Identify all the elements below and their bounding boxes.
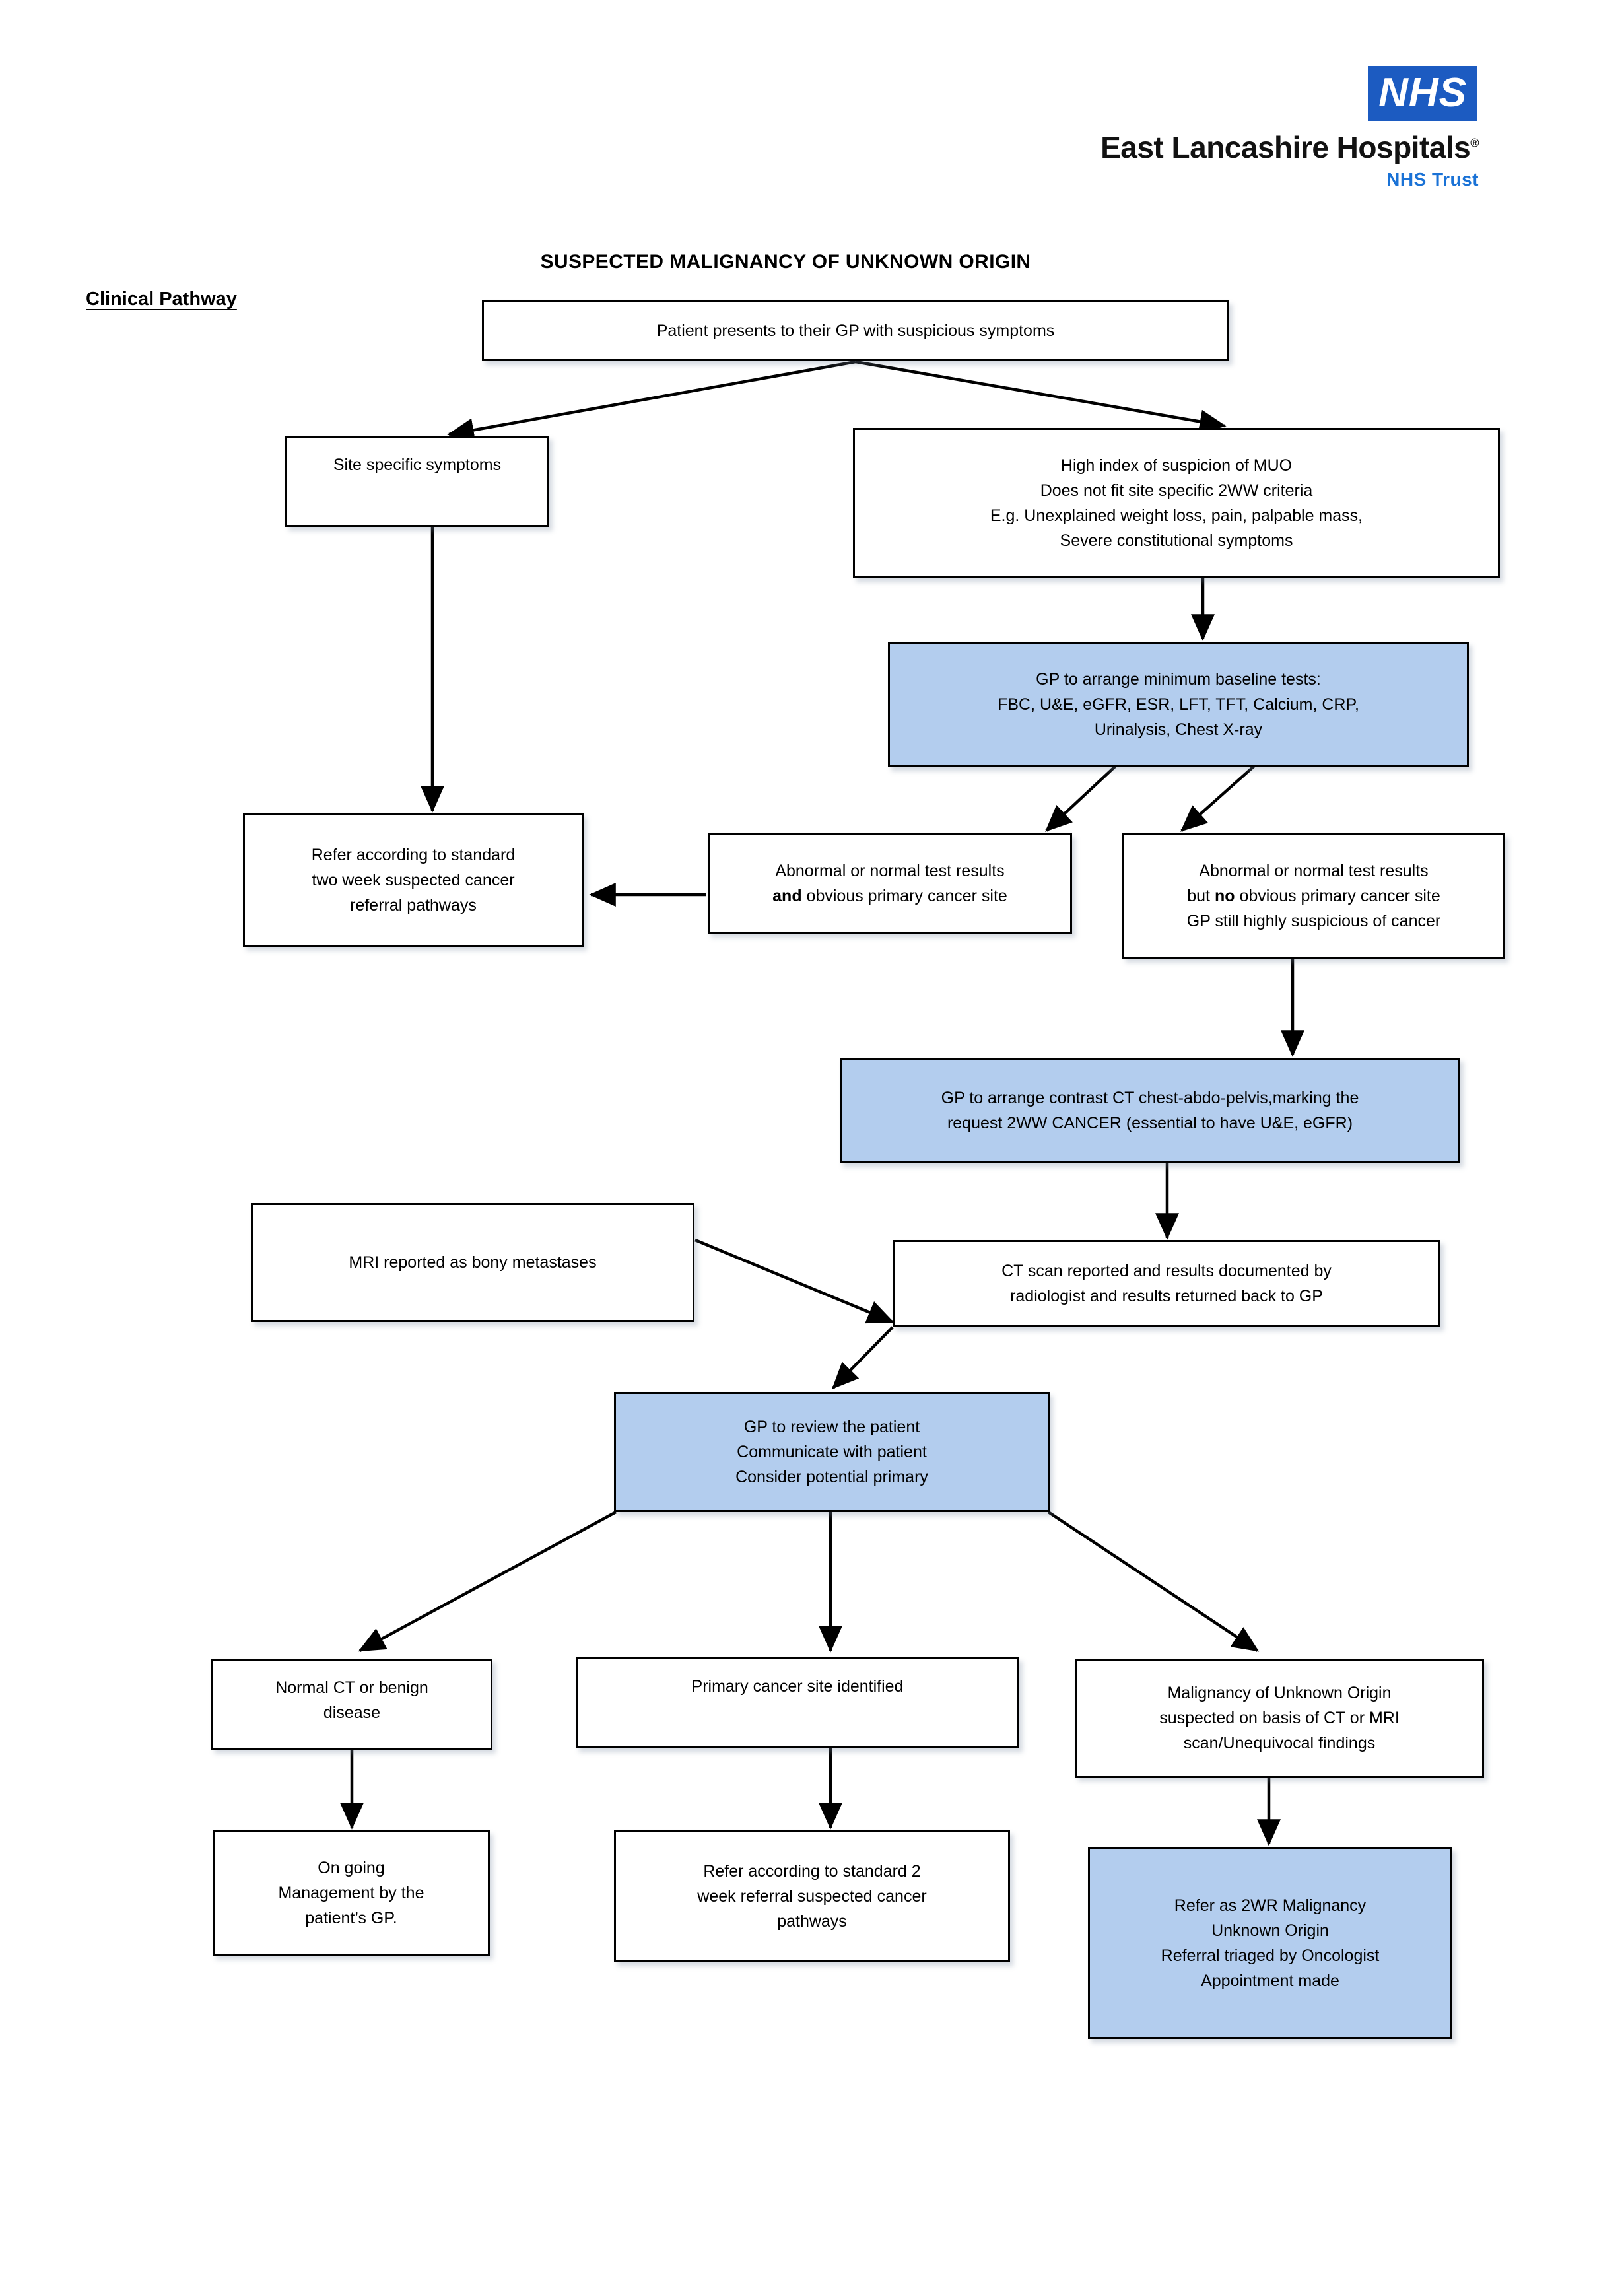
node-normal-ct-benign[interactable]: Normal CT or benign disease bbox=[211, 1659, 492, 1750]
node-text: CT scan reported and results documented … bbox=[1001, 1262, 1332, 1305]
node-text: GP to arrange contrast CT chest-abdo-pel… bbox=[941, 1089, 1359, 1132]
node-gp-arrange-contrast-ct[interactable]: GP to arrange contrast CT chest-abdo-pel… bbox=[840, 1058, 1460, 1163]
node-text: GP to arrange minimum baseline tests: FB… bbox=[998, 670, 1359, 739]
node-gp-baseline-tests[interactable]: GP to arrange minimum baseline tests: FB… bbox=[888, 642, 1469, 767]
node-text: GP to review the patient Communicate wit… bbox=[735, 1418, 928, 1486]
edge-n1-n3 bbox=[855, 360, 1227, 434]
node-bold-no: no bbox=[1214, 887, 1235, 905]
node-mri-bony-metastases[interactable]: MRI reported as bony metastases bbox=[251, 1203, 694, 1322]
nhs-logo-mark: NHS bbox=[1368, 66, 1477, 121]
node-primary-cancer-site-identified[interactable]: Primary cancer site identified bbox=[576, 1657, 1019, 1748]
node-text: Abnormal or normal test results but no ob… bbox=[1124, 858, 1503, 934]
node-patient-presents[interactable]: Patient presents to their GP with suspic… bbox=[482, 300, 1229, 361]
pathway-label: Clinical Pathway bbox=[86, 289, 237, 310]
node-bold-and: and bbox=[772, 887, 802, 905]
node-line-1: Abnormal or normal test results bbox=[775, 862, 1005, 880]
edge-n9-n10 bbox=[694, 1238, 895, 1324]
node-text: Abnormal or normal test results and obvio… bbox=[710, 858, 1070, 909]
node-line-3: GP still highly suspicious of cancer bbox=[1186, 912, 1441, 930]
node-refer-standard-two-week-2[interactable]: Refer according to standard 2 week refer… bbox=[614, 1830, 1010, 1962]
node-text: Refer as 2WR Malignancy Unknown Origin R… bbox=[1161, 1896, 1380, 1990]
node-ct-scan-reported[interactable]: CT scan reported and results documented … bbox=[893, 1240, 1440, 1327]
node-text: Malignancy of Unknown Origin suspected o… bbox=[1159, 1684, 1400, 1752]
edge-n10-n11 bbox=[832, 1326, 894, 1389]
trust-subtitle: NHS Trust bbox=[1386, 169, 1479, 190]
node-text: High index of suspicion of MUO Does not … bbox=[990, 456, 1363, 550]
node-line-1: Abnormal or normal test results bbox=[1199, 862, 1429, 880]
node-text: MRI reported as bony metastases bbox=[349, 1253, 597, 1272]
node-site-specific-symptoms[interactable]: Site specific symptoms bbox=[285, 436, 549, 527]
node-gp-review-patient[interactable]: GP to review the patient Communicate wit… bbox=[614, 1392, 1050, 1512]
node-text: Refer according to standard two week sus… bbox=[311, 846, 516, 915]
node-text: Refer according to standard 2 week refer… bbox=[697, 1862, 927, 1931]
edge-n11-n14 bbox=[1047, 1511, 1260, 1652]
node-abnormal-results-no-obvious-site[interactable]: Abnormal or normal test results but no ob… bbox=[1122, 833, 1505, 959]
node-muo-suspected[interactable]: Malignancy of Unknown Origin suspected o… bbox=[1075, 1659, 1484, 1778]
edge-n11-n12 bbox=[358, 1511, 617, 1652]
node-text: Normal CT or benign disease bbox=[275, 1678, 428, 1722]
node-line-2-rest: obvious primary cancer site bbox=[1235, 887, 1440, 905]
edge-n1-n2 bbox=[447, 360, 856, 442]
registered-mark: ® bbox=[1470, 136, 1479, 150]
node-text: Patient presents to their GP with suspic… bbox=[656, 322, 1055, 340]
node-refer-2wr-muo[interactable]: Refer as 2WR Malignancy Unknown Origin R… bbox=[1088, 1847, 1452, 2039]
trust-name: East Lancashire Hospitals® bbox=[1100, 130, 1479, 164]
node-refer-standard-two-week[interactable]: Refer according to standard two week sus… bbox=[243, 813, 584, 947]
node-text: Primary cancer site identified bbox=[691, 1677, 904, 1696]
node-abnormal-results-obvious-site[interactable]: Abnormal or normal test results and obvio… bbox=[708, 833, 1072, 934]
edge-n4-n6 bbox=[1045, 765, 1117, 832]
edge-n4-n7 bbox=[1180, 765, 1256, 832]
node-high-index-suspicion-muo[interactable]: High index of suspicion of MUO Does not … bbox=[853, 428, 1500, 578]
node-line-2-pre: but bbox=[1187, 887, 1215, 905]
node-ongoing-management-gp[interactable]: On going Management by the patient’s GP. bbox=[213, 1830, 490, 1956]
node-line-2-rest: obvious primary cancer site bbox=[801, 887, 1007, 905]
page-title: SUSPECTED MALIGNANCY OF UNKNOWN ORIGIN bbox=[540, 251, 1031, 273]
node-text: Site specific symptoms bbox=[333, 456, 502, 474]
nhs-trust-logo: NHS East Lancashire Hospitals® NHS Trust bbox=[977, 66, 1479, 190]
node-text: On going Management by the patient’s GP. bbox=[278, 1859, 424, 1927]
